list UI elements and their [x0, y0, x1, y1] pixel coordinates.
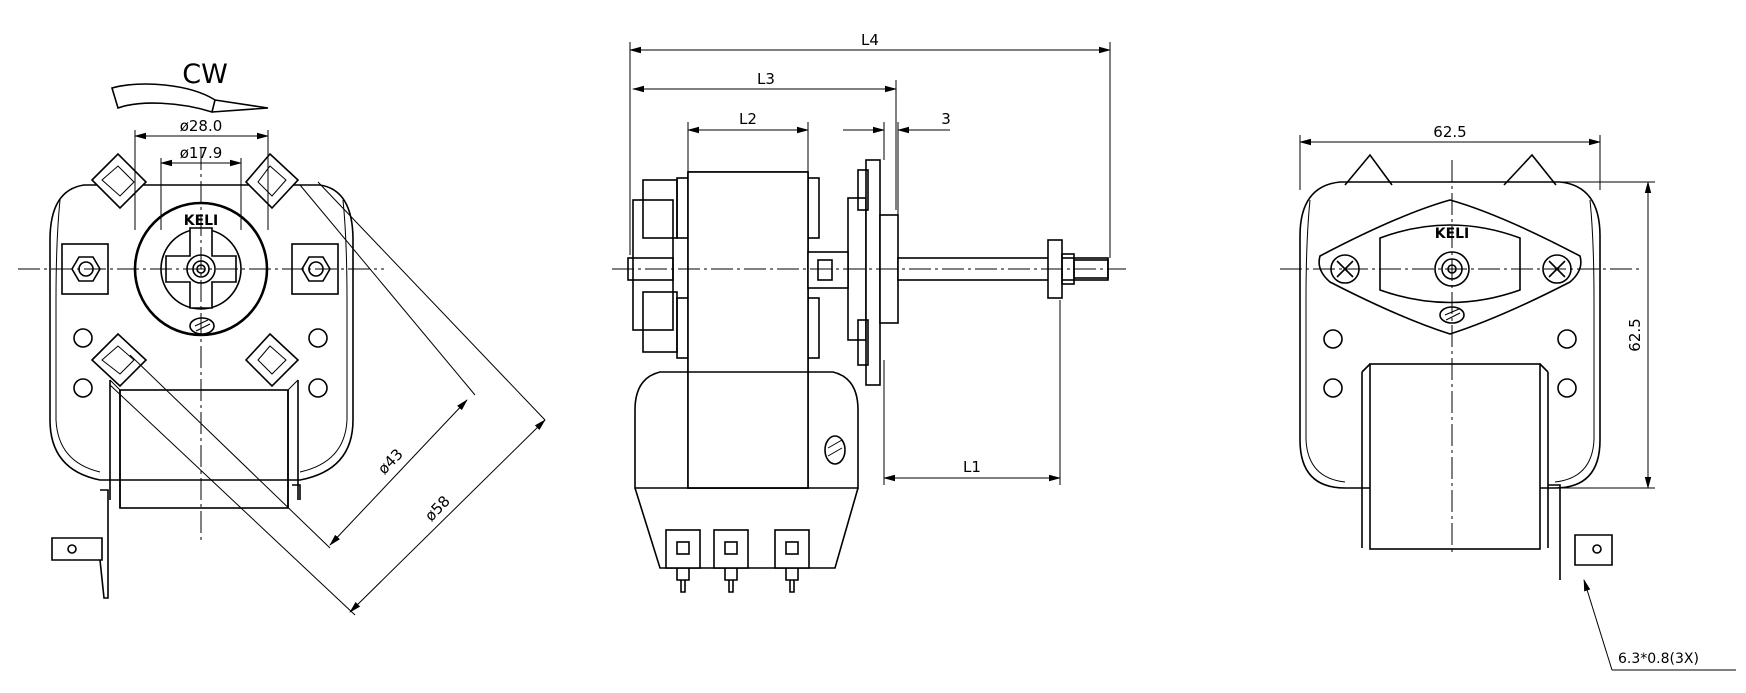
- corner-tab: [90, 332, 148, 388]
- dim-width: 62.5: [1433, 123, 1466, 141]
- stator-frame: [49, 184, 354, 481]
- dim-l1: L1: [963, 458, 981, 476]
- dim-height: 62.5: [1626, 318, 1644, 351]
- dim-l3: L3: [757, 70, 775, 88]
- dim-l4: L4: [861, 31, 879, 49]
- terminal-front: [51, 537, 103, 561]
- dim-d58: ø58: [421, 492, 454, 525]
- corner-tab: [90, 152, 148, 210]
- rear-boss: [632, 199, 674, 331]
- front-flange: [847, 159, 899, 386]
- front-view: CW KELI: [18, 59, 546, 616]
- corner-tab: [244, 332, 300, 388]
- coil-bobbin: [119, 389, 289, 509]
- dim-d179: ø17.9: [180, 144, 223, 162]
- dim-3: 3: [941, 110, 951, 128]
- bushing: [807, 251, 849, 289]
- corner-tab: [244, 152, 300, 210]
- rotation-label: CW: [182, 59, 228, 90]
- rear-plate: [1318, 199, 1582, 335]
- dim-d280: ø28.0: [180, 117, 223, 135]
- rotation-arrow: [111, 83, 216, 114]
- rear-view: KELI 62.5 62.5 6.3*0.8(3X): [1280, 123, 1736, 671]
- terminal-note: 6.3*0.8(3X): [1618, 651, 1699, 667]
- dim-d43: ø43: [374, 445, 407, 478]
- rear-coil: [1369, 363, 1541, 550]
- terminal-connectors: [665, 529, 810, 593]
- side-view: L4 L3 L2 3 L1: [612, 31, 1126, 593]
- dim-l2: L2: [739, 110, 757, 128]
